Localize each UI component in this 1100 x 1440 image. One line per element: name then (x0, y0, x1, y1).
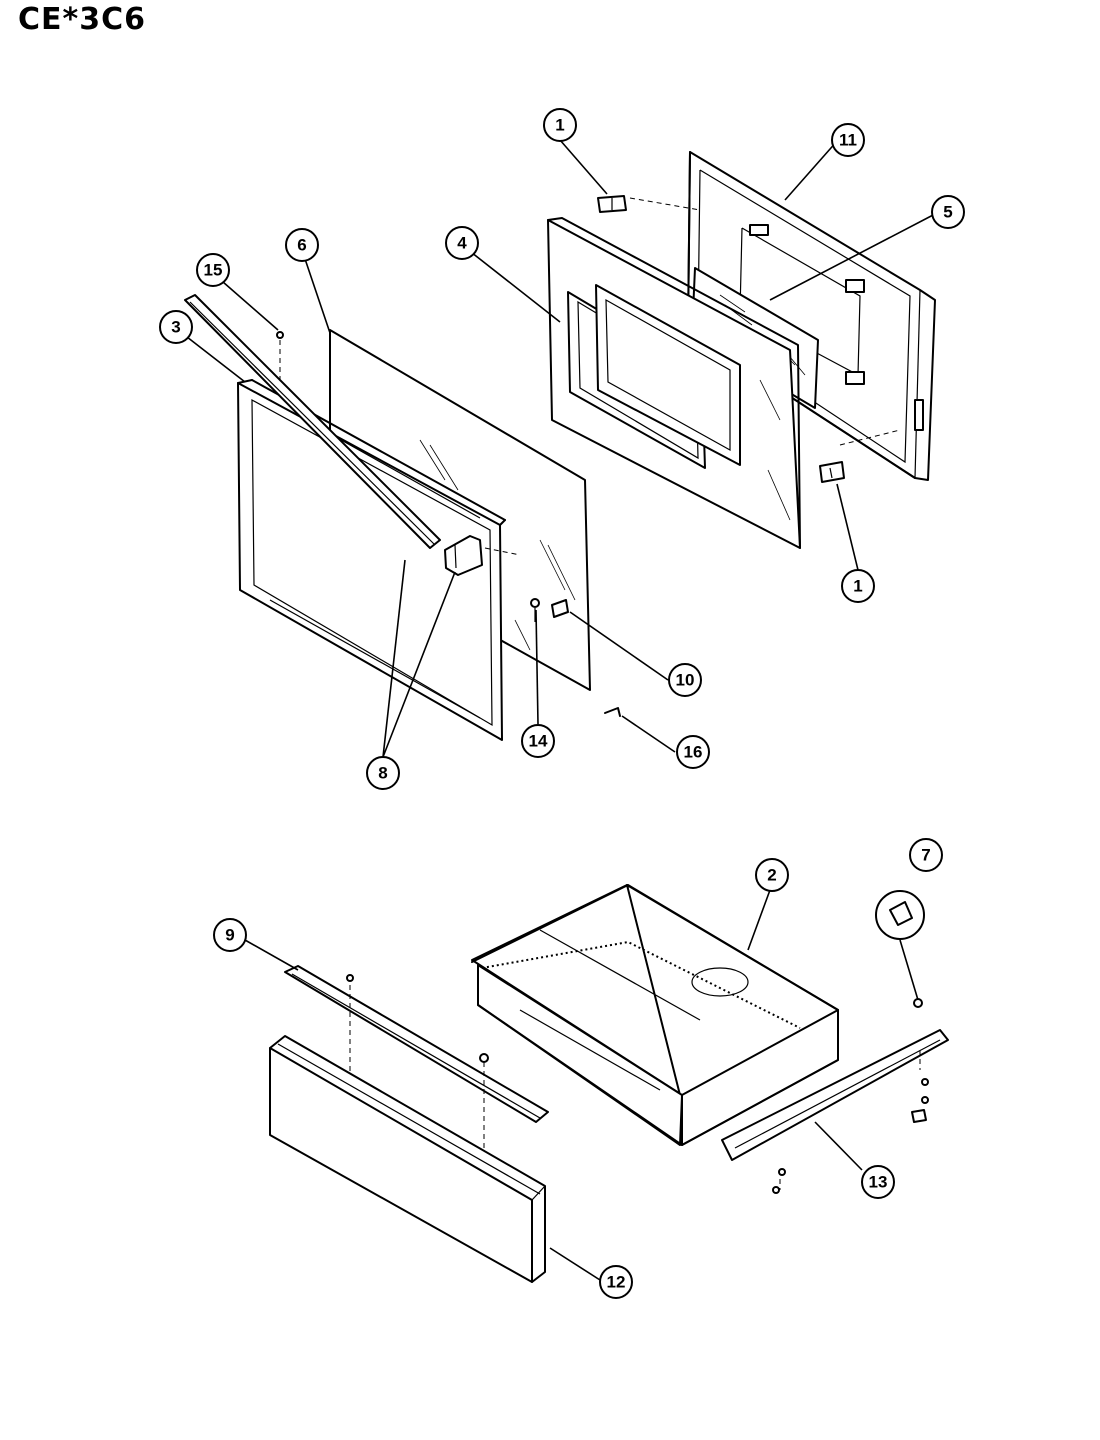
callout-label: 2 (767, 866, 776, 885)
door-trim-strip (184, 294, 441, 549)
door-handle-bracket (444, 535, 521, 576)
callout-5: 5 (931, 195, 965, 229)
screw-14 (530, 598, 540, 622)
door-outer-panel (547, 217, 801, 549)
callout-label: 14 (529, 732, 548, 751)
callout-label: 8 (378, 764, 387, 783)
callout-label: 15 (204, 261, 223, 280)
callout-15: 15 (196, 253, 230, 287)
callout-label: 4 (457, 234, 467, 253)
callout-label: 12 (607, 1273, 626, 1292)
callout-label: 3 (171, 318, 180, 337)
drawer-screws (346, 974, 929, 1194)
callout-label: 9 (225, 926, 234, 945)
callout-11: 11 (831, 123, 865, 157)
callout-4: 4 (445, 226, 479, 260)
callout-6: 6 (285, 228, 319, 262)
callout-1-top: 1 (543, 108, 577, 142)
callout-label: 7 (921, 846, 930, 865)
callout-13: 13 (861, 1165, 895, 1199)
callout-16: 16 (676, 735, 710, 769)
callout-label: 16 (684, 743, 703, 762)
drawer-slide-rail (721, 1029, 949, 1190)
callout-label: 1 (853, 577, 862, 596)
drawer-glide (875, 890, 925, 1008)
callout-1-bottom: 1 (841, 569, 875, 603)
callout-2: 2 (755, 858, 789, 892)
callout-8: 8 (366, 756, 400, 790)
drawer-front-panel (269, 1035, 546, 1283)
callout-label: 6 (297, 236, 306, 255)
callout-label: 11 (839, 131, 857, 150)
callout-12: 12 (599, 1265, 633, 1299)
callout-7: 7 (909, 838, 943, 872)
callout-label: 10 (676, 671, 695, 690)
diagram-title: CE*3C6 (18, 2, 146, 37)
callout-label: 5 (943, 203, 952, 222)
screw-15 (276, 331, 284, 380)
callout-label: 1 (555, 116, 564, 135)
callout-9: 9 (213, 918, 247, 952)
leader-lines (177, 139, 936, 1281)
callout-14: 14 (521, 724, 555, 758)
clip-10 (551, 599, 569, 618)
hinge-clip-top (597, 195, 627, 213)
callout-label: 13 (869, 1173, 888, 1192)
hinge-clip-bottom (819, 461, 845, 483)
drawer-body (471, 884, 839, 1146)
callout-3: 3 (159, 310, 193, 344)
callout-10: 10 (668, 663, 702, 697)
bracket-16 (604, 707, 621, 717)
